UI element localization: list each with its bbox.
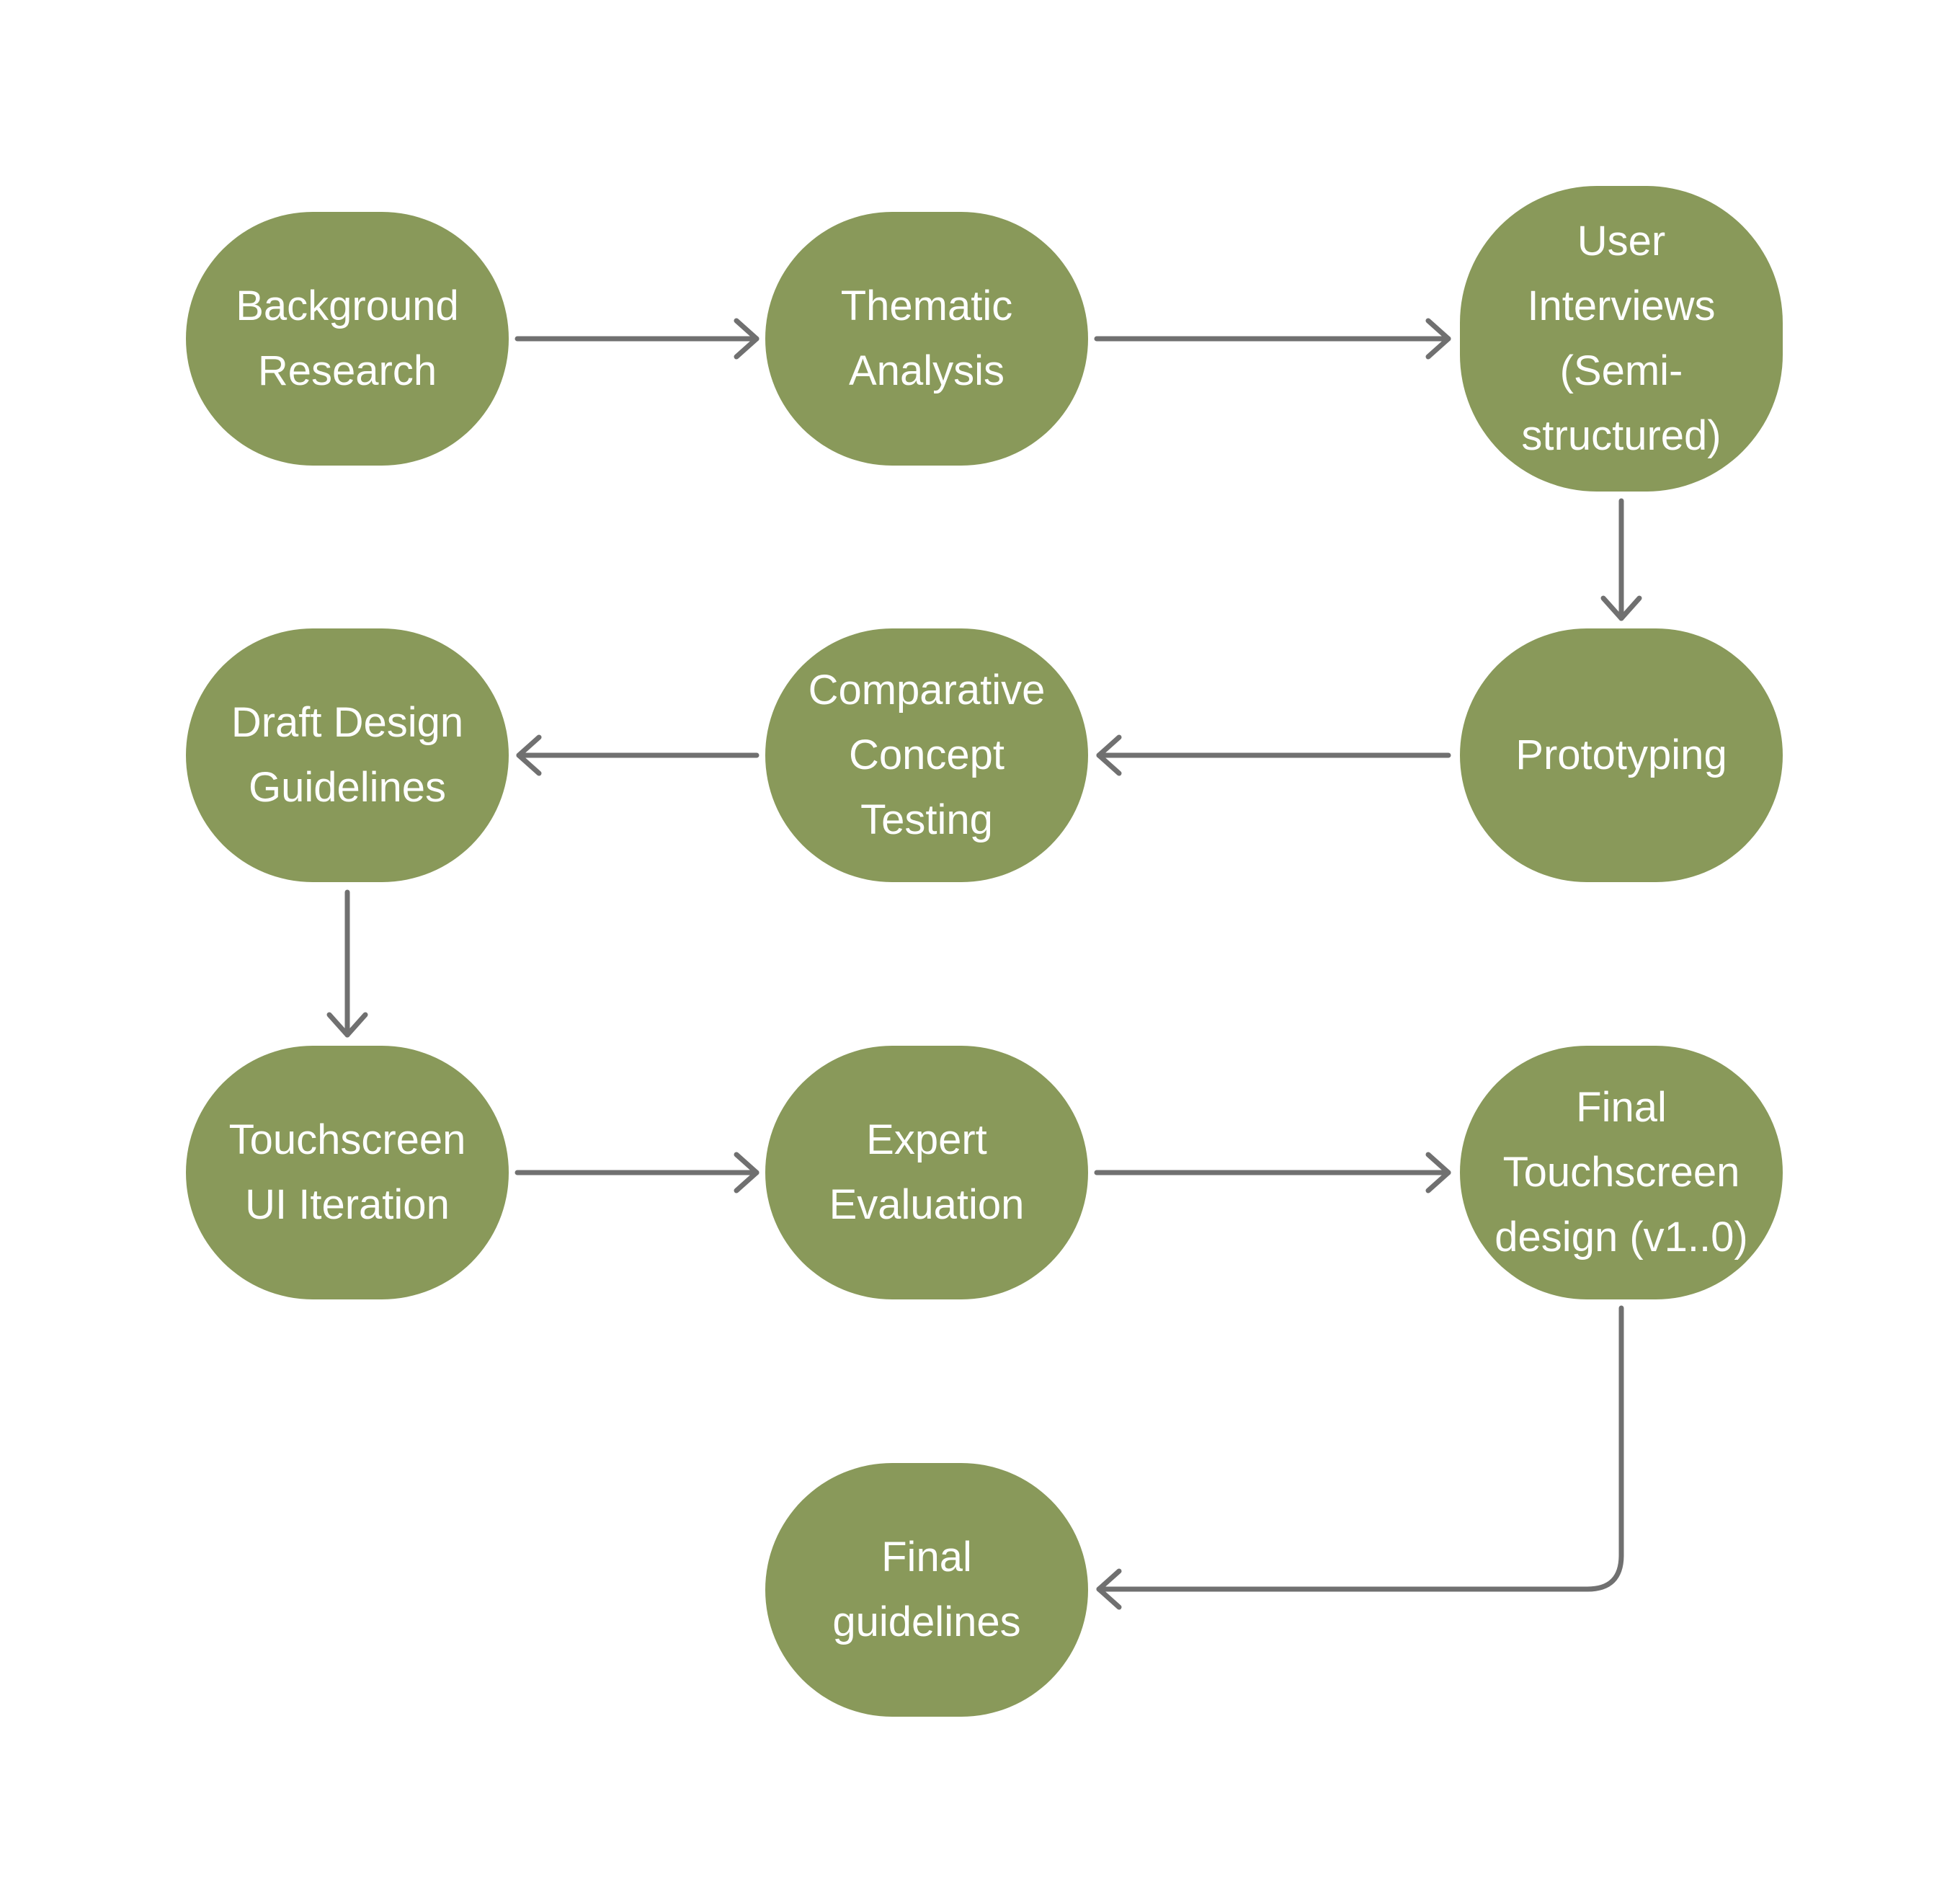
arrow-final-design-to-final-guidelines [1096, 1305, 1624, 1610]
arrow-interviews-to-prototyping [1600, 498, 1642, 621]
arrow-touchscreen-to-expert [514, 1152, 760, 1193]
node-draft-design-guidelines: Draft Design Guidelines [186, 628, 509, 882]
arrow-draft-to-touchscreen [326, 889, 368, 1038]
arrow-background-to-thematic [514, 318, 760, 360]
arrow-comparative-to-draft [516, 734, 760, 776]
node-label: Comparative Concept Testing [808, 667, 1046, 843]
node-label: Expert Evaluation [829, 1116, 1025, 1228]
node-label: User Interviews (Semi- structured) [1521, 218, 1721, 459]
arrow-prototyping-to-comparative [1096, 734, 1451, 776]
arrow-thematic-to-interviews [1094, 318, 1451, 360]
node-touchscreen-ui-iteration: Touchscreen UI Iteration [186, 1046, 509, 1299]
node-expert-evaluation: Expert Evaluation [765, 1046, 1088, 1299]
arrow-expert-to-final-design [1094, 1152, 1451, 1193]
node-label: Background Research [236, 283, 459, 394]
node-prototyping: Prototyping [1460, 628, 1783, 882]
node-background-research: Background Research [186, 212, 509, 466]
node-label: Final Touchscreen design (v1..0) [1494, 1084, 1748, 1261]
node-label: Prototyping [1515, 732, 1727, 778]
node-final-guidelines: Final guidelines [765, 1463, 1088, 1717]
node-label: Final guidelines [832, 1534, 1021, 1645]
node-label: Touchscreen UI Iteration [228, 1116, 466, 1228]
node-final-touchscreen-design: Final Touchscreen design (v1..0) [1460, 1046, 1783, 1299]
node-thematic-analysis: Thematic Analysis [765, 212, 1088, 466]
node-label: Thematic Analysis [840, 283, 1013, 394]
node-label: Draft Design Guidelines [231, 699, 464, 811]
node-user-interviews: User Interviews (Semi- structured) [1460, 186, 1783, 492]
node-comparative-concept-testing: Comparative Concept Testing [765, 628, 1088, 882]
